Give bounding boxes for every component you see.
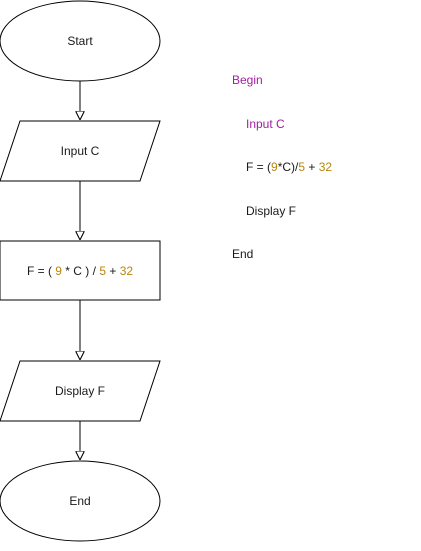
process-formula-num-9: 9 [55, 264, 62, 278]
start-node: Start [0, 0, 161, 82]
pseudocode-begin: Begin [232, 73, 263, 87]
output-node: Display F [0, 360, 161, 422]
pseudocode-input-keyword: Input [246, 116, 273, 131]
pseudocode-assign-mid: *C)/ [277, 160, 299, 174]
pseudocode-assign-prefix: F = ( [246, 160, 272, 174]
pseudocode-assign-num-9: 9 [271, 160, 278, 174]
pseudocode-display-line: Display F [246, 203, 297, 218]
process-formula-mid2: + [106, 264, 120, 278]
pseudocode-assign-num-5: 5 [298, 160, 306, 174]
process-formula-num-32: 32 [120, 264, 134, 278]
end-node: End [0, 460, 161, 542]
pseudocode-block: Begin Input C F = (9*C)/5 + 32 Display F… [232, 44, 332, 276]
start-label: Start [67, 34, 93, 48]
input-label: Input C [61, 144, 100, 158]
pseudocode-assign-plus: + [305, 160, 319, 174]
process-formula-mid1: * C ) / [62, 264, 99, 278]
pseudocode-assign-num-32: 32 [318, 160, 333, 174]
output-label: Display F [55, 384, 105, 398]
pseudocode-input-line: Input C [232, 117, 332, 132]
input-node: Input C [0, 120, 161, 182]
process-formula: F = ( 9 * C ) / 5 + 32 [27, 264, 133, 278]
pseudocode-assign-line: F = (9*C)/5 + 32 [232, 160, 332, 175]
end-label: End [69, 494, 90, 508]
process-formula-prefix: F = ( [27, 264, 55, 278]
process-node: F = ( 9 * C ) / 5 + 32 [0, 240, 161, 301]
pseudocode-input-var: C [272, 116, 285, 131]
pseudocode-end: End [232, 247, 254, 261]
process-formula-num-5: 5 [99, 264, 106, 278]
